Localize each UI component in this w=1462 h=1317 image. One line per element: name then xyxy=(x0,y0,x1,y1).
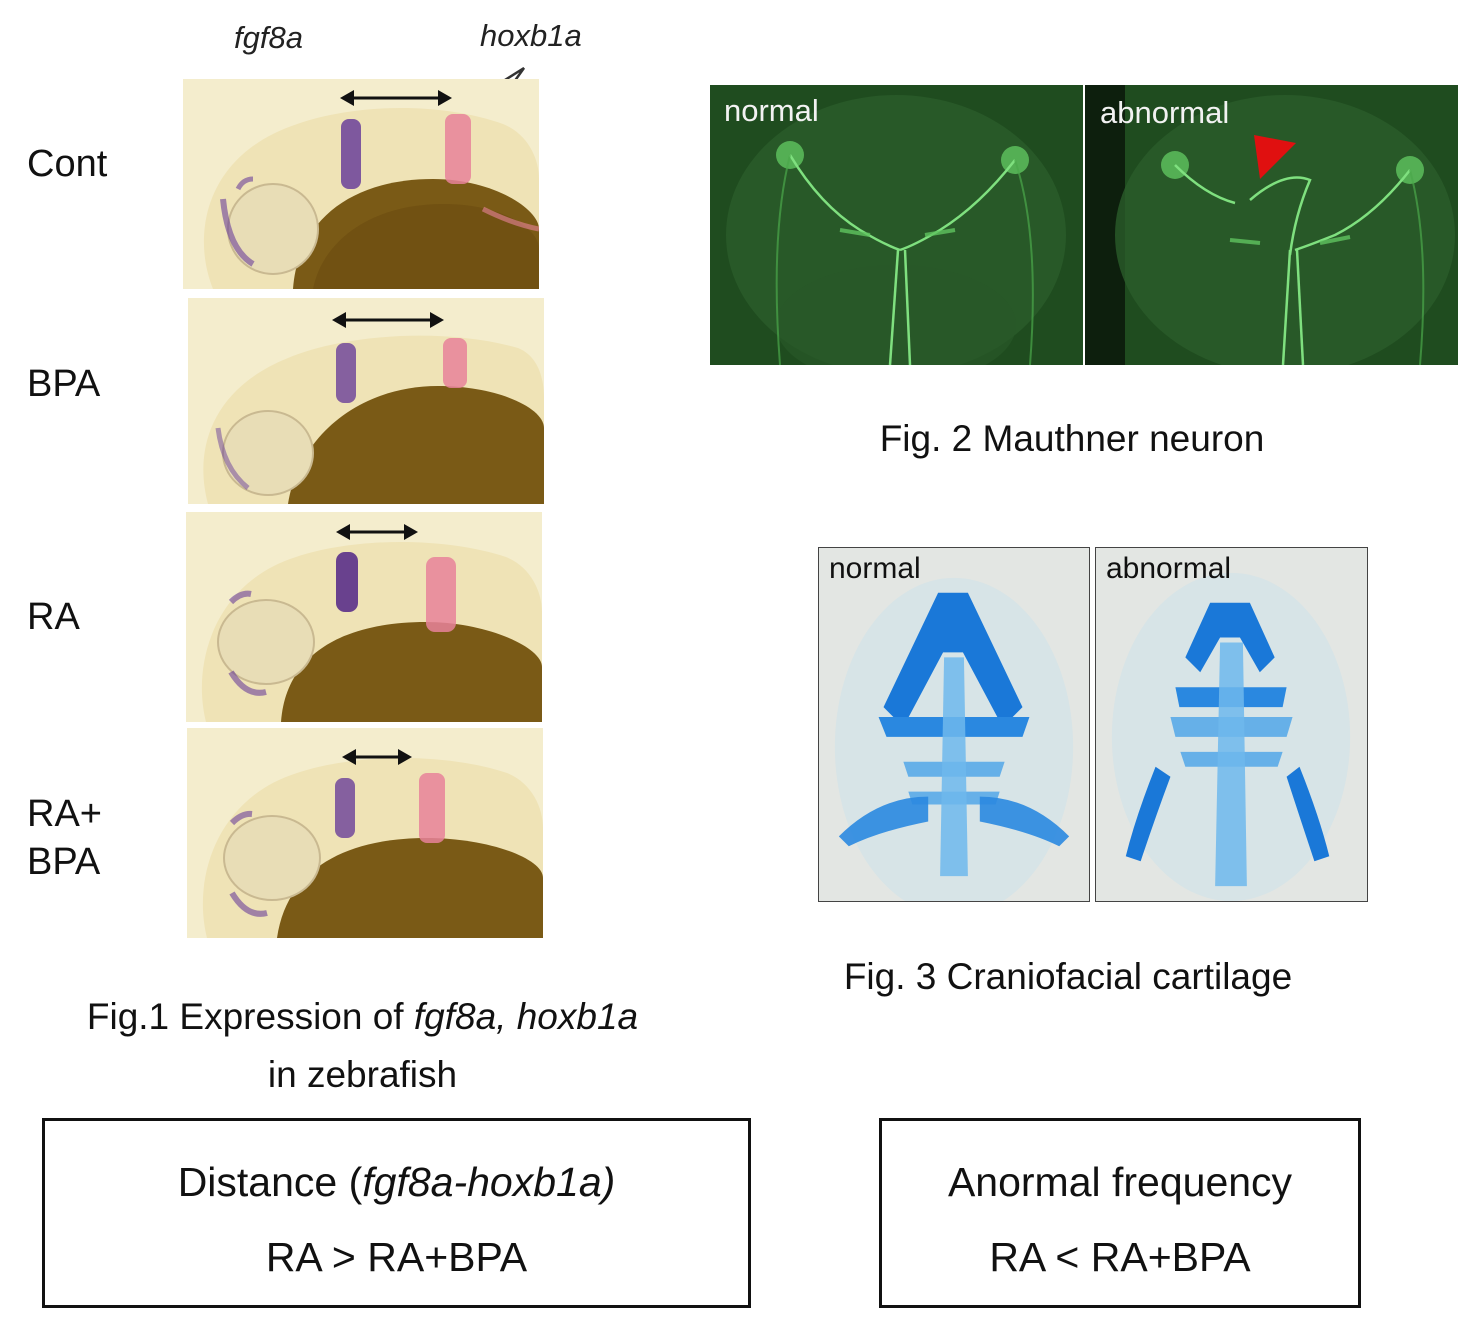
embryo-image-cont xyxy=(183,79,539,289)
fig2-label-abnormal: abnormal xyxy=(1100,95,1230,130)
summary-distance-title-prefix: Distance ( xyxy=(177,1159,363,1205)
fig1-caption-genes: fgf8a, hoxb1a xyxy=(413,996,639,1037)
summary-frequency-title: Anormal frequency xyxy=(947,1159,1293,1205)
distance-arrow-cont xyxy=(340,88,452,108)
fig1-caption: Fig.1 Expression of fgf8a, hoxb1a in zeb… xyxy=(30,988,695,1104)
fig3-label-normal: normal xyxy=(829,552,921,585)
row-label-ra: RA xyxy=(27,596,80,638)
fig3-caption: Fig. 3 Craniofacial cartilage xyxy=(843,956,1293,997)
fig2-label-normal: normal xyxy=(724,93,819,128)
mauthner-image-normal: normal xyxy=(710,85,1083,365)
row-label-bpa: BPA xyxy=(27,363,101,405)
row-label-cont: Cont xyxy=(27,143,108,185)
fig3-label-abnormal: abnormal xyxy=(1106,552,1232,585)
summary-frequency-box: Anormal frequency RA < RA+BPA xyxy=(879,1118,1361,1308)
embryo-image-ra xyxy=(186,512,542,722)
embryo-image-bpa xyxy=(188,298,544,504)
fig2-caption: Fig. 2 Mauthner neuron xyxy=(879,418,1265,459)
row-label-ra-bpa: RA+ xyxy=(27,793,102,835)
summary-distance-comparison: RA > RA+BPA xyxy=(265,1234,528,1280)
summary-frequency-comparison: RA < RA+BPA xyxy=(989,1234,1251,1280)
fgf8a-label: fgf8a xyxy=(234,20,303,55)
fig1-caption-line2: in zebrafish xyxy=(267,1054,458,1095)
embryo-image-ra-bpa xyxy=(187,728,543,938)
distance-arrow-ra xyxy=(336,522,418,542)
cartilage-image-abnormal: abnormal xyxy=(1095,547,1368,902)
defect-arrowhead-icon xyxy=(1254,135,1296,179)
fig1-caption-prefix: Fig.1 Expression of xyxy=(86,996,414,1037)
distance-arrow-ra-bpa xyxy=(342,747,412,767)
distance-arrow-bpa xyxy=(332,310,444,330)
summary-distance-box: Distance (fgf8a-hoxb1a) RA > RA+BPA xyxy=(42,1118,751,1308)
mauthner-image-abnormal: abnormal xyxy=(1085,85,1458,365)
cartilage-image-normal: normal xyxy=(818,547,1090,902)
row-label-ra-bpa-2: BPA xyxy=(27,841,101,883)
hoxb1a-label: hoxb1a xyxy=(480,18,582,53)
summary-distance-title-genes: fgf8a-hoxb1a) xyxy=(362,1159,616,1205)
